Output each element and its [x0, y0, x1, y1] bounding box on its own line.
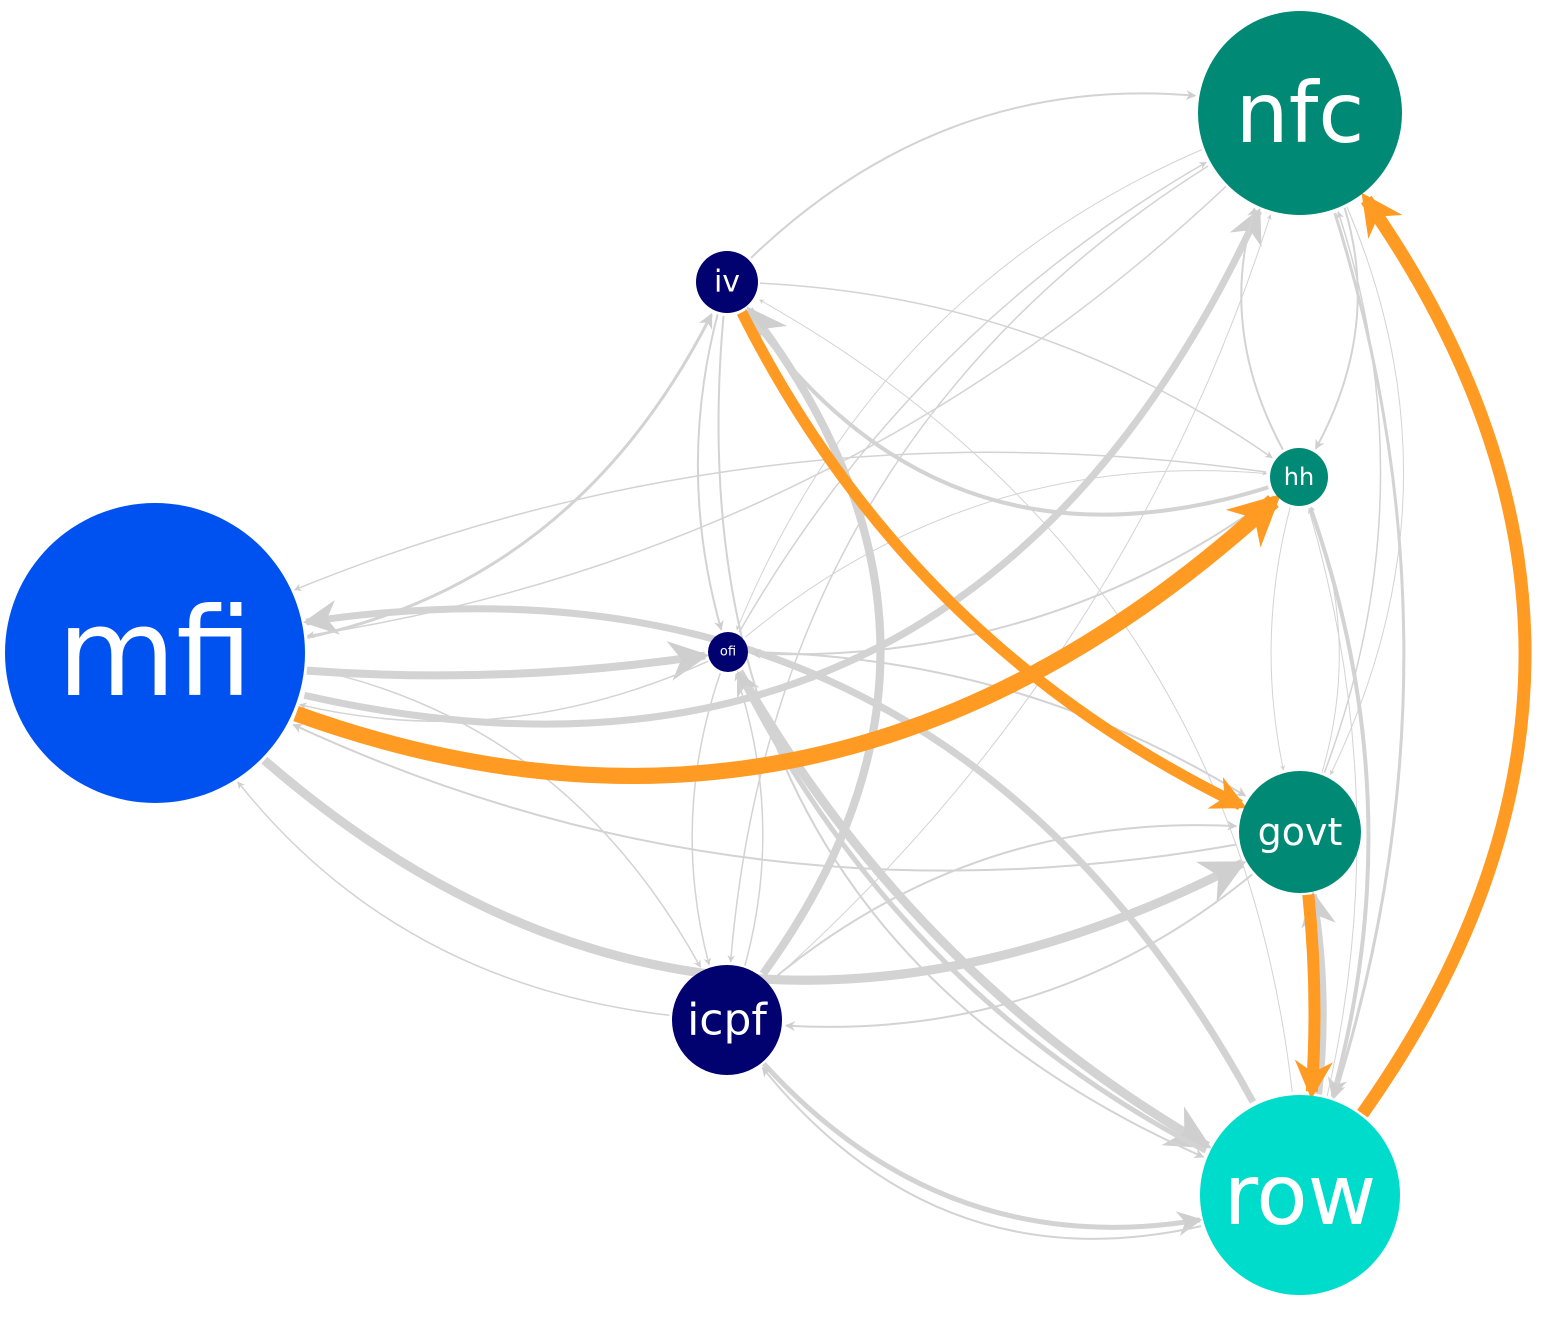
edges-layer [237, 89, 1532, 1240]
edge-ofi-nfc [738, 161, 1207, 633]
node-mfi[interactable]: mfi [5, 503, 305, 803]
edge-row-iv [759, 299, 1293, 1092]
node-circle-iv[interactable] [696, 251, 758, 313]
node-circle-govt[interactable] [1239, 771, 1361, 893]
node-nfc[interactable]: nfc [1198, 11, 1402, 215]
node-govt[interactable]: govt [1239, 771, 1361, 893]
edge-hh-iv [744, 308, 1269, 517]
edge-iv-row [717, 315, 1205, 1158]
node-circle-ofi[interactable] [708, 632, 748, 672]
edge-ofi-mfi [299, 660, 709, 723]
edge-icpf-row [761, 1062, 1203, 1236]
edge-govt-mfi [292, 723, 1237, 872]
node-row[interactable]: row [1200, 1095, 1400, 1295]
edge-icpf-govt [769, 820, 1238, 983]
node-circle-row[interactable] [1200, 1095, 1400, 1295]
edge-govt-nfc [1323, 211, 1382, 773]
edge-mfi-govt [261, 756, 1247, 985]
edge-icpf-mfi [237, 781, 670, 1017]
edge-nfc-row [1330, 212, 1406, 1100]
edge-row-hh [1307, 508, 1358, 1097]
edge-row-icpf [761, 1066, 1202, 1240]
edge-mfi-nfc [303, 208, 1262, 728]
node-circle-icpf[interactable] [672, 965, 782, 1075]
edge-row-mfi [302, 600, 1257, 1104]
edge-icpf-nfc [771, 214, 1272, 982]
edge-mfi-hh [293, 494, 1281, 784]
edge-mfi-ofi [306, 641, 710, 681]
edge-govt-icpf [785, 873, 1253, 1032]
edge-icpf-iv [746, 306, 885, 977]
edge-icpf-ofi [734, 673, 764, 966]
node-icpf[interactable]: icpf [672, 965, 782, 1075]
edge-iv-ofi [696, 314, 724, 631]
edge-ofi-icpf [691, 672, 722, 966]
edge-nfc-govt [1330, 206, 1404, 775]
edge-hh-mfi [293, 451, 1267, 591]
edge-iv-govt [736, 309, 1247, 811]
edge-hh-row [1308, 506, 1371, 1099]
node-ofi[interactable]: ofi [708, 632, 748, 672]
edge-nfc-mfi [307, 185, 1227, 639]
edge-nfc-ofi [736, 149, 1203, 631]
edge-row-nfc [1357, 192, 1532, 1118]
edge-iv-hh [760, 282, 1273, 459]
edge-govt-hh [1310, 506, 1340, 773]
node-circle-hh[interactable] [1270, 448, 1328, 506]
edge-ofi-hh [744, 470, 1268, 638]
edge-hh-nfc [1240, 207, 1284, 451]
node-hh[interactable]: hh [1270, 448, 1328, 506]
node-circle-nfc[interactable] [1198, 11, 1402, 215]
edge-nfc-icpf [727, 165, 1209, 963]
edge-iv-nfc [750, 89, 1197, 259]
node-iv[interactable]: iv [696, 251, 758, 313]
edge-mfi-iv [307, 313, 713, 639]
edge-hh-ofi [750, 495, 1275, 659]
node-circle-mfi[interactable] [5, 503, 305, 803]
edge-hh-govt [1270, 507, 1291, 771]
edge-nfc-hh [1314, 207, 1359, 450]
edge-govt-row [1294, 893, 1334, 1100]
edge-mfi-icpf [306, 667, 702, 968]
